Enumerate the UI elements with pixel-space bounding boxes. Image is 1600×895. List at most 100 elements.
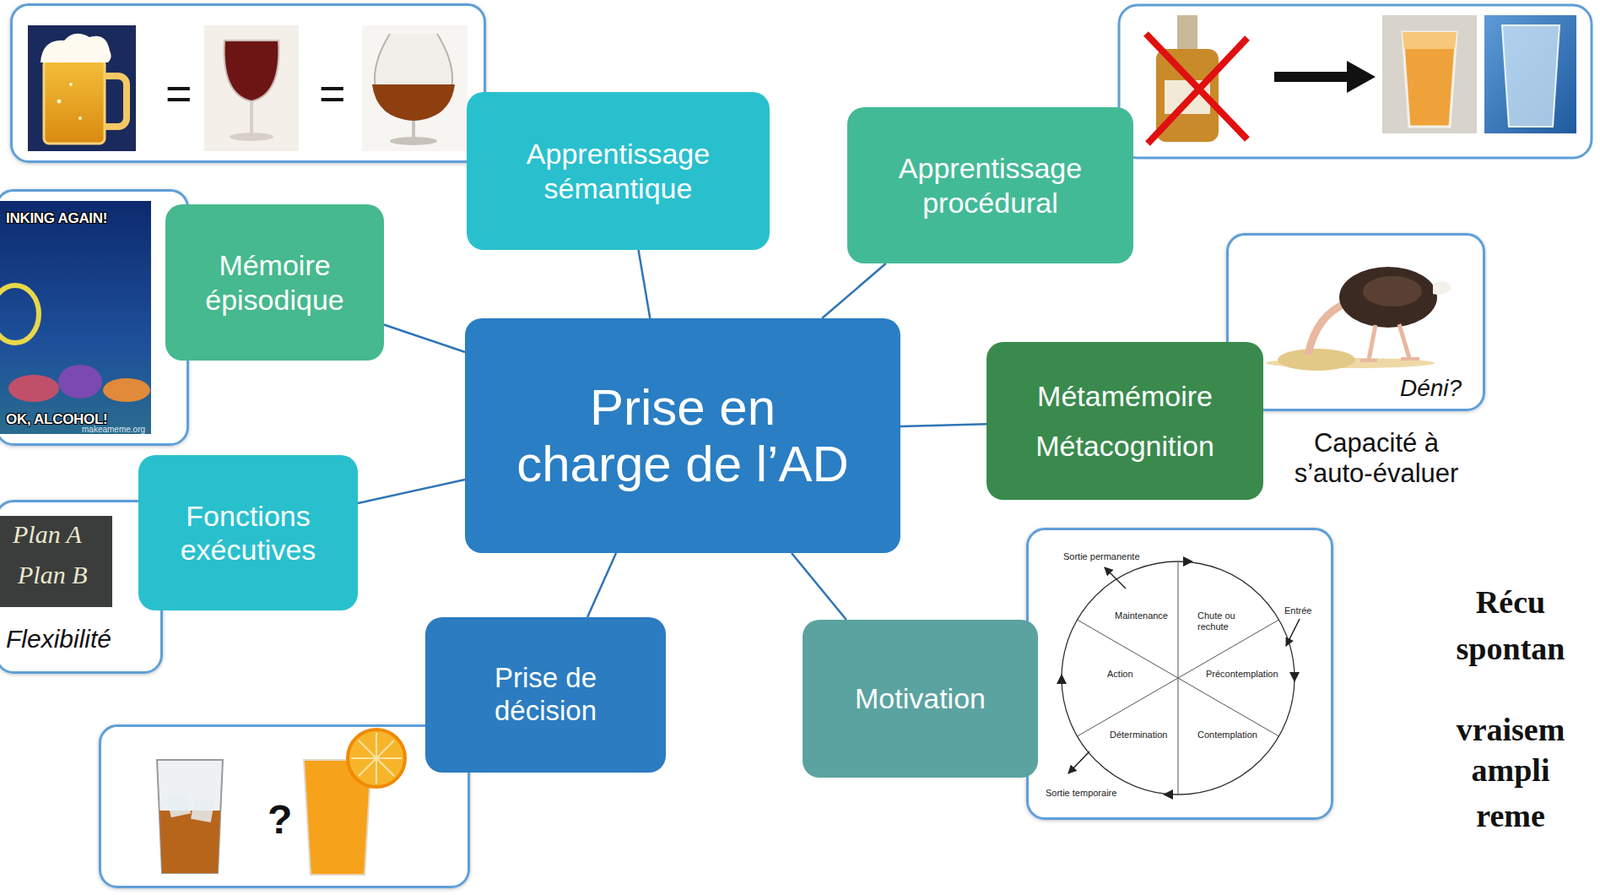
concept-box: Mémoire épisodique	[165, 204, 384, 361]
box-label: Apprentissage procédural	[860, 151, 1120, 219]
cycle-stage-label: Sortie permanente	[1063, 551, 1141, 563]
text-fragment: reme	[1426, 798, 1595, 834]
concept-box: Apprentissage procédural	[847, 107, 1134, 264]
chalkboard-picture	[0, 515, 113, 607]
water-glass-picture	[1484, 15, 1577, 134]
picture-box: Déni?Capacité à s’auto-évaluer	[1226, 232, 1486, 411]
whisky-bottle-crossed	[1118, 5, 1592, 158]
cycle-stage-label: Contemplation	[1197, 729, 1258, 741]
whisky-bottle-crossed	[1118, 5, 1592, 158]
concept-box: MétamémoireMétacognition	[986, 341, 1264, 500]
change-cycle-figure	[1104, 567, 1126, 589]
juice-glass-picture	[358, 740, 395, 776]
orange-juice-picture	[1402, 32, 1457, 49]
box-label: Prise en charge de l’AD	[478, 378, 887, 492]
change-cycle-figure	[1056, 556, 1300, 800]
chalk-text: Plan B	[17, 559, 88, 590]
ostrich-picture	[1368, 324, 1376, 360]
orange-juice-picture	[1402, 32, 1457, 127]
chalk-text: Plan A	[12, 518, 82, 550]
equals-sign: =	[165, 70, 193, 116]
meme-picture	[58, 364, 103, 399]
replacement-arrow	[1274, 71, 1351, 82]
juice-glass-picture	[347, 729, 406, 787]
orange-juice-picture	[1382, 15, 1477, 134]
beer-mug-picture	[104, 75, 127, 127]
cognac-glass-picture	[372, 84, 455, 121]
beer-mug-picture	[27, 25, 136, 152]
connector-line	[900, 423, 987, 427]
change-cycle-figure	[1289, 671, 1300, 682]
change-cycle-figure	[1162, 789, 1173, 800]
wine-glass-picture	[249, 101, 254, 136]
picture-box: INKING AGAIN!OK, ALCOHOL!makeameme.org	[0, 189, 190, 446]
whisky-glass-picture	[156, 759, 223, 873]
connector-line	[587, 552, 617, 617]
chalkboard-picture	[0, 515, 113, 607]
whisky-bottle-crossed	[1177, 15, 1198, 49]
orange-juice-picture	[1382, 15, 1477, 134]
beer-mug-picture	[43, 59, 105, 144]
concept-box: Prise de décision	[425, 616, 666, 773]
cognac-glass-picture	[389, 136, 438, 146]
connector-line	[357, 479, 465, 503]
cognac-glass-picture	[362, 25, 468, 152]
beer-mug-picture	[69, 82, 73, 87]
text-fragment: spontan	[1426, 631, 1595, 667]
change-cycle-figure	[1068, 751, 1090, 773]
water-glass-picture	[1484, 15, 1577, 134]
change-cycle-figure	[1056, 673, 1067, 684]
change-cycle-figure	[1183, 556, 1194, 567]
box-label: Motivation	[854, 681, 986, 715]
question-mark: ?	[267, 799, 292, 840]
meme-picture	[8, 374, 60, 402]
cycle-stage-label: Précontemplation	[1205, 668, 1279, 680]
concept-box: Apprentissage sémantique	[466, 91, 770, 250]
water-glass-picture	[1502, 25, 1560, 127]
ostrich-picture	[1339, 266, 1438, 328]
replacement-arrow	[1274, 60, 1376, 93]
whisky-bottle-crossed	[1147, 37, 1248, 144]
central-box: Prise en charge de l’AD	[464, 318, 901, 553]
juice-glass-picture	[303, 729, 406, 875]
box-label: Apprentissage sémantique	[480, 136, 757, 205]
change-cycle-figure	[1077, 619, 1280, 736]
text-fragment: ampli	[1426, 752, 1595, 789]
whisky-glass-picture	[190, 798, 215, 822]
box-label: Mémoire épisodique	[178, 248, 371, 316]
wine-glass-picture	[229, 132, 274, 141]
beer-mug-picture	[57, 99, 62, 104]
picture-box: Sortie permanenteMaintenanceChute ou rec…	[1026, 527, 1334, 820]
ostrich-picture	[1265, 266, 1452, 371]
cycle-stage-label: Détermination	[1109, 729, 1168, 741]
replacement-arrow	[1346, 60, 1376, 93]
equals-sign: =	[318, 70, 346, 116]
change-cycle-figure	[1077, 619, 1280, 736]
meme-caption: INKING AGAIN!	[5, 210, 108, 228]
concept-box: Fonctions exécutives	[138, 454, 358, 611]
beer-mug-picture	[78, 116, 82, 120]
cycle-stage-label: Maintenance	[1114, 610, 1168, 622]
meme-picture	[0, 200, 152, 434]
whisky-glass-picture	[156, 759, 223, 873]
meme-picture	[0, 285, 39, 343]
text-fragment: vraisem	[1426, 712, 1595, 748]
beer-mug-picture	[27, 25, 136, 152]
connector-line	[791, 552, 847, 620]
cycle-stage-label: Entrée	[1284, 605, 1312, 617]
change-cycle-figure	[1286, 618, 1300, 646]
change-cycle-figure	[1061, 561, 1295, 795]
box-label: Prise de décision	[450, 661, 641, 728]
connector-line	[638, 249, 651, 319]
juice-glass-picture	[358, 740, 395, 776]
text-fragment: Récu	[1426, 584, 1595, 621]
wine-glass-picture	[224, 40, 280, 102]
meme-picture	[102, 378, 151, 402]
box-label: Fonctions exécutives	[151, 498, 345, 567]
cognac-glass-picture	[362, 25, 468, 152]
ostrich-picture	[1308, 302, 1349, 355]
callout-note: Déni?	[1400, 373, 1462, 403]
box-caption: Capacité à s’auto-évaluer	[1276, 427, 1476, 488]
picture-box: ?	[98, 724, 471, 888]
